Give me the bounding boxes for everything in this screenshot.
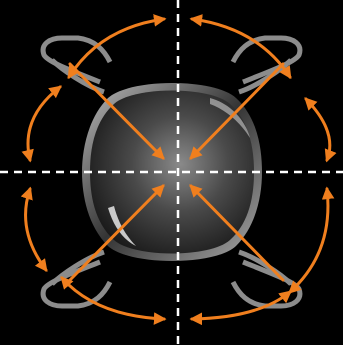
diagram-canvas [0,0,343,345]
lens-force-diagram [0,0,343,345]
